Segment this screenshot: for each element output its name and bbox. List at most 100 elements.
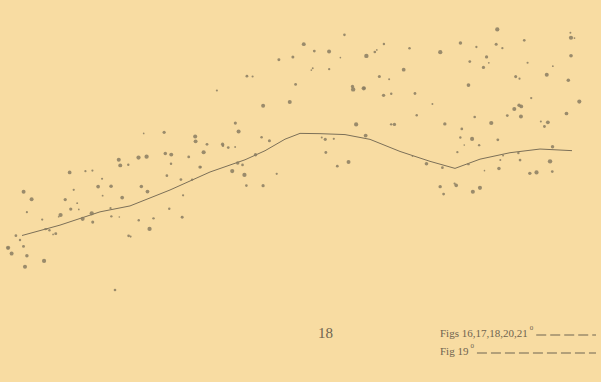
dot: [460, 128, 463, 131]
dot: [237, 129, 241, 133]
dot: [42, 259, 46, 263]
dot: [534, 170, 538, 174]
dot: [64, 198, 67, 201]
dot: [551, 170, 554, 173]
dot: [22, 190, 26, 194]
dot: [551, 145, 554, 148]
dot: [364, 134, 368, 138]
dot: [109, 207, 111, 209]
dot: [324, 151, 327, 154]
dot: [23, 265, 27, 269]
dot: [482, 66, 485, 69]
dot: [187, 155, 190, 158]
dot: [312, 67, 314, 69]
dot: [321, 136, 323, 138]
dot: [416, 114, 418, 116]
dot: [324, 138, 327, 141]
dot: [552, 65, 554, 67]
dot: [545, 73, 549, 77]
dot: [565, 112, 569, 116]
dot: [68, 171, 72, 175]
dot: [473, 116, 476, 119]
dot: [288, 100, 292, 104]
dot: [254, 153, 257, 156]
dot: [518, 78, 520, 80]
dot: [202, 150, 206, 154]
dot: [527, 62, 529, 64]
dot: [101, 178, 103, 180]
dot: [252, 75, 254, 77]
dot: [91, 221, 94, 224]
dot: [574, 37, 576, 39]
dot: [310, 69, 312, 71]
dot: [454, 184, 458, 188]
dot: [478, 144, 480, 146]
dot: [58, 213, 62, 217]
dot: [206, 143, 209, 146]
dot: [52, 234, 54, 236]
dot: [351, 87, 355, 91]
dot: [261, 104, 265, 108]
dot: [191, 178, 193, 180]
dot: [523, 39, 526, 42]
dot: [475, 46, 477, 48]
dot: [478, 186, 482, 190]
dot: [109, 184, 113, 188]
dot: [442, 193, 445, 196]
dot: [136, 155, 140, 159]
scale-start: 0: [530, 325, 534, 332]
dot: [198, 165, 201, 168]
dot: [354, 122, 358, 126]
dot: [169, 153, 173, 157]
dot: [163, 131, 166, 134]
dot: [216, 89, 218, 91]
scale-caption: Figs 16,17,18,20,21: [440, 328, 528, 339]
dot: [459, 136, 461, 138]
dot: [517, 152, 519, 154]
dot-texture: [6, 27, 581, 291]
dot: [577, 99, 581, 103]
dot: [234, 122, 237, 125]
dot: [291, 55, 294, 58]
dot: [166, 174, 169, 177]
scale-bar: [477, 353, 596, 354]
dot: [443, 122, 446, 125]
dot: [102, 195, 104, 197]
dot: [382, 94, 385, 97]
dot: [569, 54, 573, 58]
dot: [234, 146, 236, 148]
dot: [390, 93, 392, 95]
dot: [96, 185, 100, 189]
figure-number: 18: [318, 326, 333, 341]
dot: [540, 121, 542, 123]
dot: [467, 163, 469, 165]
dot: [26, 211, 28, 213]
dot: [236, 161, 239, 164]
dot: [91, 169, 93, 171]
dot: [90, 211, 94, 215]
dot: [127, 164, 129, 166]
dot: [221, 143, 224, 146]
dot: [328, 68, 330, 70]
dot: [362, 86, 366, 90]
dot: [519, 159, 522, 162]
dot: [58, 216, 60, 218]
dot: [180, 178, 183, 181]
dot: [336, 165, 339, 168]
dot: [117, 158, 121, 162]
dot: [147, 227, 151, 231]
dot: [48, 229, 50, 231]
dot: [388, 78, 390, 80]
dot: [6, 246, 10, 250]
dot: [485, 55, 488, 58]
dot: [327, 49, 331, 53]
scale-bar: [536, 335, 596, 336]
dot: [489, 121, 493, 125]
dot: [81, 217, 85, 221]
dot: [402, 68, 406, 72]
dot: [364, 54, 368, 58]
dot: [84, 170, 86, 172]
dot: [374, 51, 377, 54]
dot: [30, 197, 34, 201]
dot: [441, 166, 444, 169]
